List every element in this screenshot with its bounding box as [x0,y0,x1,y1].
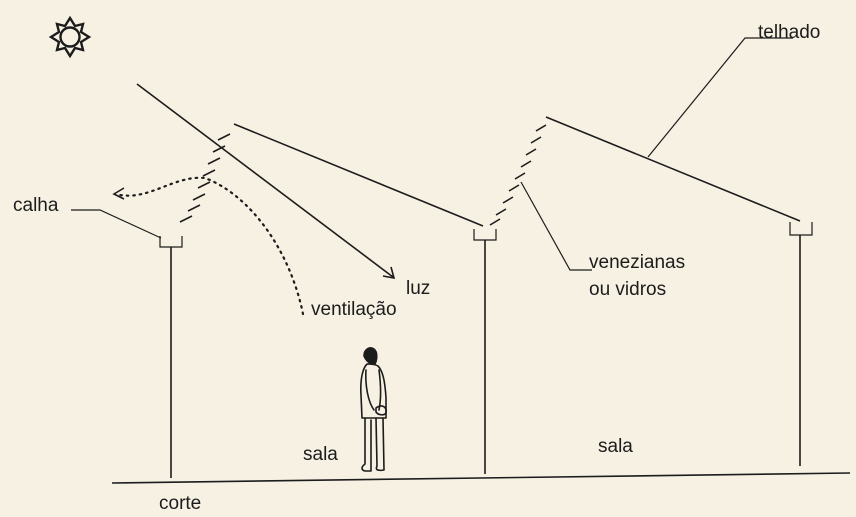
roof-left [233,123,484,227]
sun-icon [48,15,92,59]
label-sala-left: sala [303,444,338,465]
left-gutter [159,236,183,248]
standing-person-figure [360,347,387,472]
roof-right [545,116,801,222]
label-ventilacao: ventilação [311,299,397,320]
label-luz: luz [406,278,431,299]
ventilation-path [112,176,305,316]
label-sala-right: sala [598,436,633,457]
ground-line [111,472,851,484]
label-venezianas: venezianas [589,252,686,273]
right-gutter [789,222,813,236]
light-ray-arrow [136,83,396,280]
calha-leader [71,209,162,239]
middle-gutter [473,229,497,241]
telhado-leader [647,37,793,158]
venezianas-leader [520,181,592,271]
label-telhado: telhado [758,22,821,43]
label-corte: corte [159,493,202,514]
louvers-middle [489,124,547,226]
label-ou-vidros: ou vidros [589,279,667,300]
louvers-left [179,133,231,223]
label-calha: calha [13,195,59,216]
